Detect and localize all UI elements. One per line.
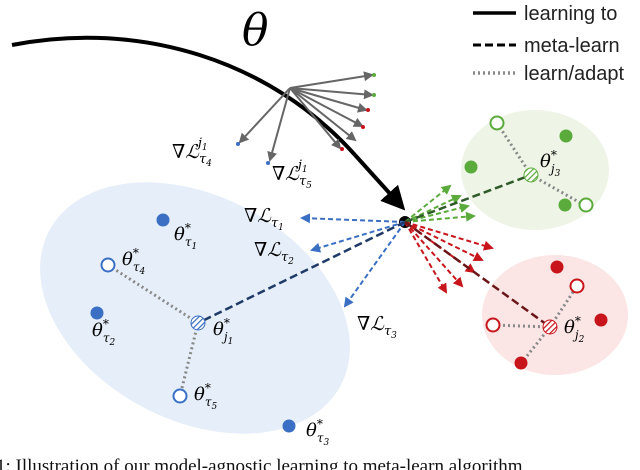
theta-star-t5: θ*τ5: [194, 381, 217, 412]
blue-filled-point: [156, 213, 170, 227]
grad-label-t3: ∇ℒτ3: [357, 313, 397, 341]
blue-gradient-arrows: [300, 213, 406, 308]
blue-task-region: [40, 182, 350, 434]
legend-dashed-label: meta-learn: [524, 35, 620, 57]
red-task-region: [482, 255, 628, 375]
red-adapt-lines: [492, 285, 579, 362]
grad-label-t5-j1: ∇ℒτ5j1: [272, 158, 312, 191]
theta-star-j1: θ*j1: [213, 316, 233, 347]
grad-label-t2: ∇ℒτ2: [254, 239, 294, 267]
blue-filled-point: [282, 419, 296, 433]
blue-open-point: [100, 257, 116, 273]
theta-star-t1: θ*τ1: [174, 221, 197, 252]
blue-open-point: [172, 388, 188, 404]
theta-star-t4: θ*τ4: [122, 246, 145, 277]
green-open-point: [578, 197, 594, 213]
meta-learn-lines: [197, 173, 551, 329]
fan-tip-dots: [236, 73, 376, 165]
green-hatched-optimum: [523, 167, 539, 183]
red-filled-point: [514, 356, 528, 370]
learning-trajectory: [11, 35, 357, 157]
figure-caption: 1: Illustration of our model-agnostic le…: [0, 456, 523, 470]
legend: learning to meta-learn learn/adapt: [473, 3, 625, 85]
red-open-point: [569, 278, 585, 294]
legend-dotted-label: learn/adapt: [524, 63, 625, 85]
red-filled-point: [594, 313, 608, 327]
theta-star-t3: θ*τ3: [306, 417, 329, 448]
gray-gradient-fan: [238, 71, 374, 162]
red-filled-point: [550, 260, 564, 274]
blue-hatched-optimum: [190, 315, 206, 331]
theta-star-j2: θ*j2: [564, 314, 585, 345]
red-open-point: [485, 317, 501, 333]
green-filled-point: [558, 198, 572, 212]
blue-filled-point: [90, 306, 104, 320]
legend-solid-label: learning to: [524, 3, 617, 25]
green-filled-point: [464, 160, 478, 174]
grad-label-t1: ∇ℒτ1: [244, 205, 284, 233]
learning-trajectory-end: [353, 153, 406, 211]
green-adapt-lines: [495, 122, 585, 207]
theta-star-j3: θ*j3: [540, 148, 561, 179]
red-hatched-optimum: [542, 319, 558, 335]
green-gradient-arrows: [404, 184, 476, 223]
theta-label: θ: [242, 5, 269, 56]
theta-star-t2: θ*τ2: [92, 317, 115, 348]
green-filled-point: [559, 129, 573, 143]
green-open-point: [489, 115, 505, 131]
grad-label-t4-j1: ∇ℒτ4j1: [172, 136, 212, 169]
